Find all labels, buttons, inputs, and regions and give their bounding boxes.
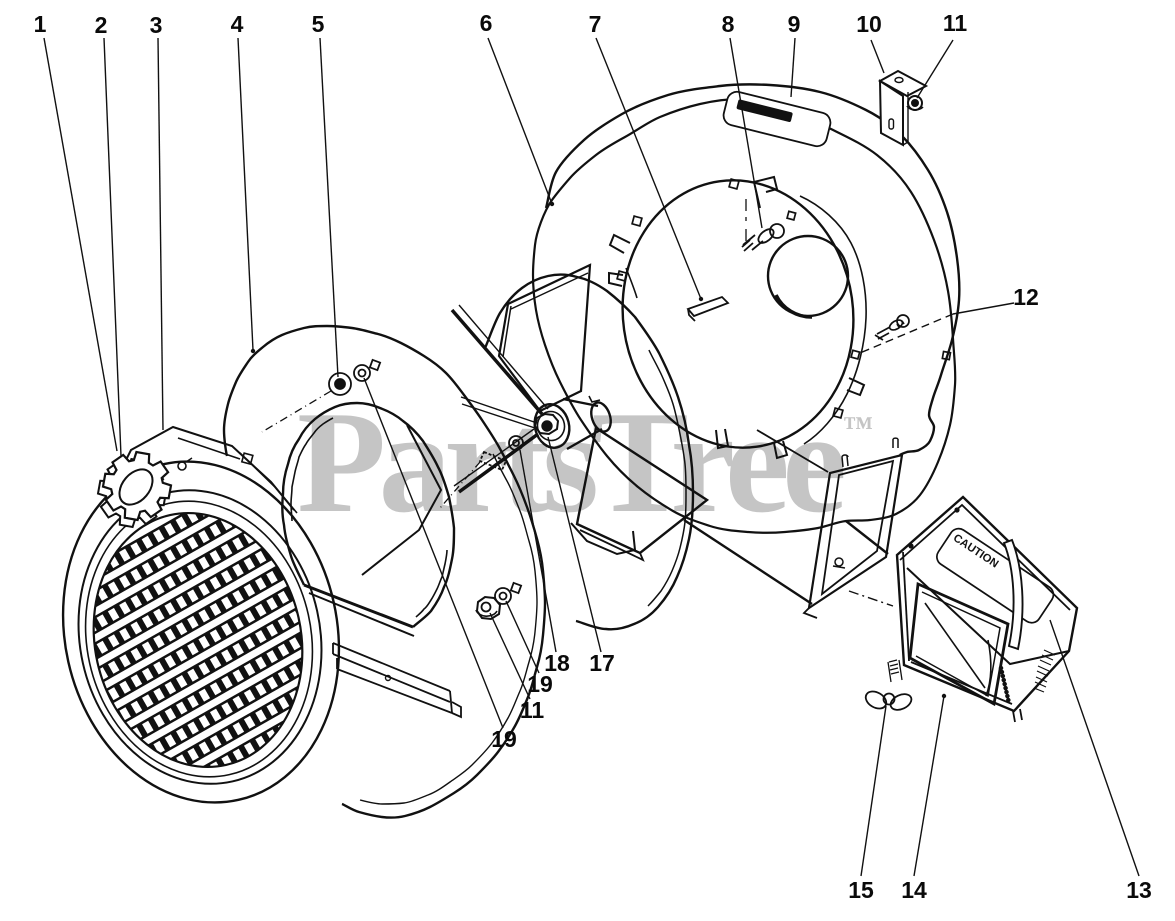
svg-text:5: 5 xyxy=(312,11,325,37)
svg-text:13: 13 xyxy=(1126,877,1152,903)
svg-text:PartsTree: PartsTree xyxy=(297,381,847,543)
svg-text:4: 4 xyxy=(231,11,244,37)
svg-text:11: 11 xyxy=(520,697,545,723)
svg-text:17: 17 xyxy=(589,650,615,676)
svg-text:15: 15 xyxy=(848,877,874,903)
svg-text:8: 8 xyxy=(722,11,735,37)
svg-text:10: 10 xyxy=(856,11,882,37)
svg-text:18: 18 xyxy=(544,650,570,676)
svg-text:12: 12 xyxy=(1013,284,1039,310)
svg-text:6: 6 xyxy=(480,10,493,36)
svg-text:3: 3 xyxy=(150,12,163,38)
svg-text:11: 11 xyxy=(943,10,968,36)
svg-text:19: 19 xyxy=(491,726,517,752)
svg-text:19: 19 xyxy=(527,671,553,697)
svg-text:14: 14 xyxy=(901,877,927,903)
svg-text:7: 7 xyxy=(589,11,602,37)
svg-text:9: 9 xyxy=(788,11,801,37)
svg-text:1: 1 xyxy=(34,11,47,37)
svg-text:™: ™ xyxy=(843,411,873,444)
svg-text:2: 2 xyxy=(95,12,108,38)
